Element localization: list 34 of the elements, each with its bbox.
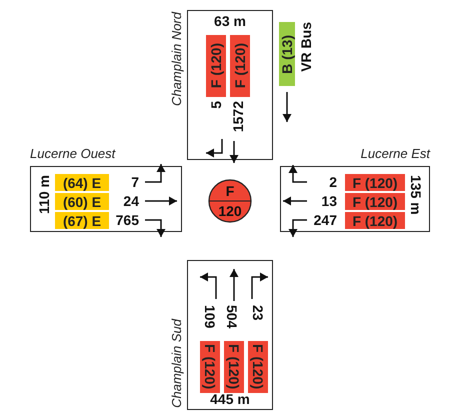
volume-label: 24 <box>123 193 139 209</box>
lane-bar: F (120) <box>345 212 405 229</box>
length-label: 63 m <box>213 13 247 29</box>
lane-bar: (67) E <box>55 212 109 229</box>
lane-bar: F (120) <box>248 341 268 393</box>
lane-bar: (64) E <box>55 174 109 191</box>
volume-label: 109 <box>202 305 218 328</box>
volume-label: 5 <box>208 101 224 109</box>
lane-bar: F (120) <box>345 174 405 191</box>
signal-label: F <box>224 183 236 199</box>
street-name: Champlain Nord <box>169 12 184 106</box>
volume-label: 247 <box>314 212 337 228</box>
lane-bar: F (120) <box>345 193 405 210</box>
length-label: 445 m <box>209 391 251 407</box>
volume-label: 1572 <box>230 101 246 132</box>
street-name: Champlain Sud <box>169 319 184 408</box>
node-label: VR Bus <box>298 22 314 72</box>
length-label: 110 m <box>36 175 52 214</box>
volume-label: 504 <box>224 305 240 328</box>
volume-label: 2 <box>329 174 337 190</box>
volume-label: 13 <box>321 193 337 209</box>
volume-label: 7 <box>131 174 139 190</box>
length-label: 135 m <box>408 175 424 215</box>
volume-label: 23 <box>250 305 266 321</box>
lane-bar: F (120) <box>230 35 250 97</box>
volume-label: 765 <box>116 212 139 228</box>
street-name: Lucerne Ouest <box>30 146 116 161</box>
lane-bar: F (120) <box>200 341 220 393</box>
lane-bar: (60) E <box>55 193 109 210</box>
lane-bar: F (120) <box>224 341 244 393</box>
lane-bar: F (120) <box>206 35 226 97</box>
lane-bar: B (13) <box>279 22 295 86</box>
street-name: Lucerne Est <box>360 146 430 161</box>
signal-label: 120 <box>217 203 243 219</box>
